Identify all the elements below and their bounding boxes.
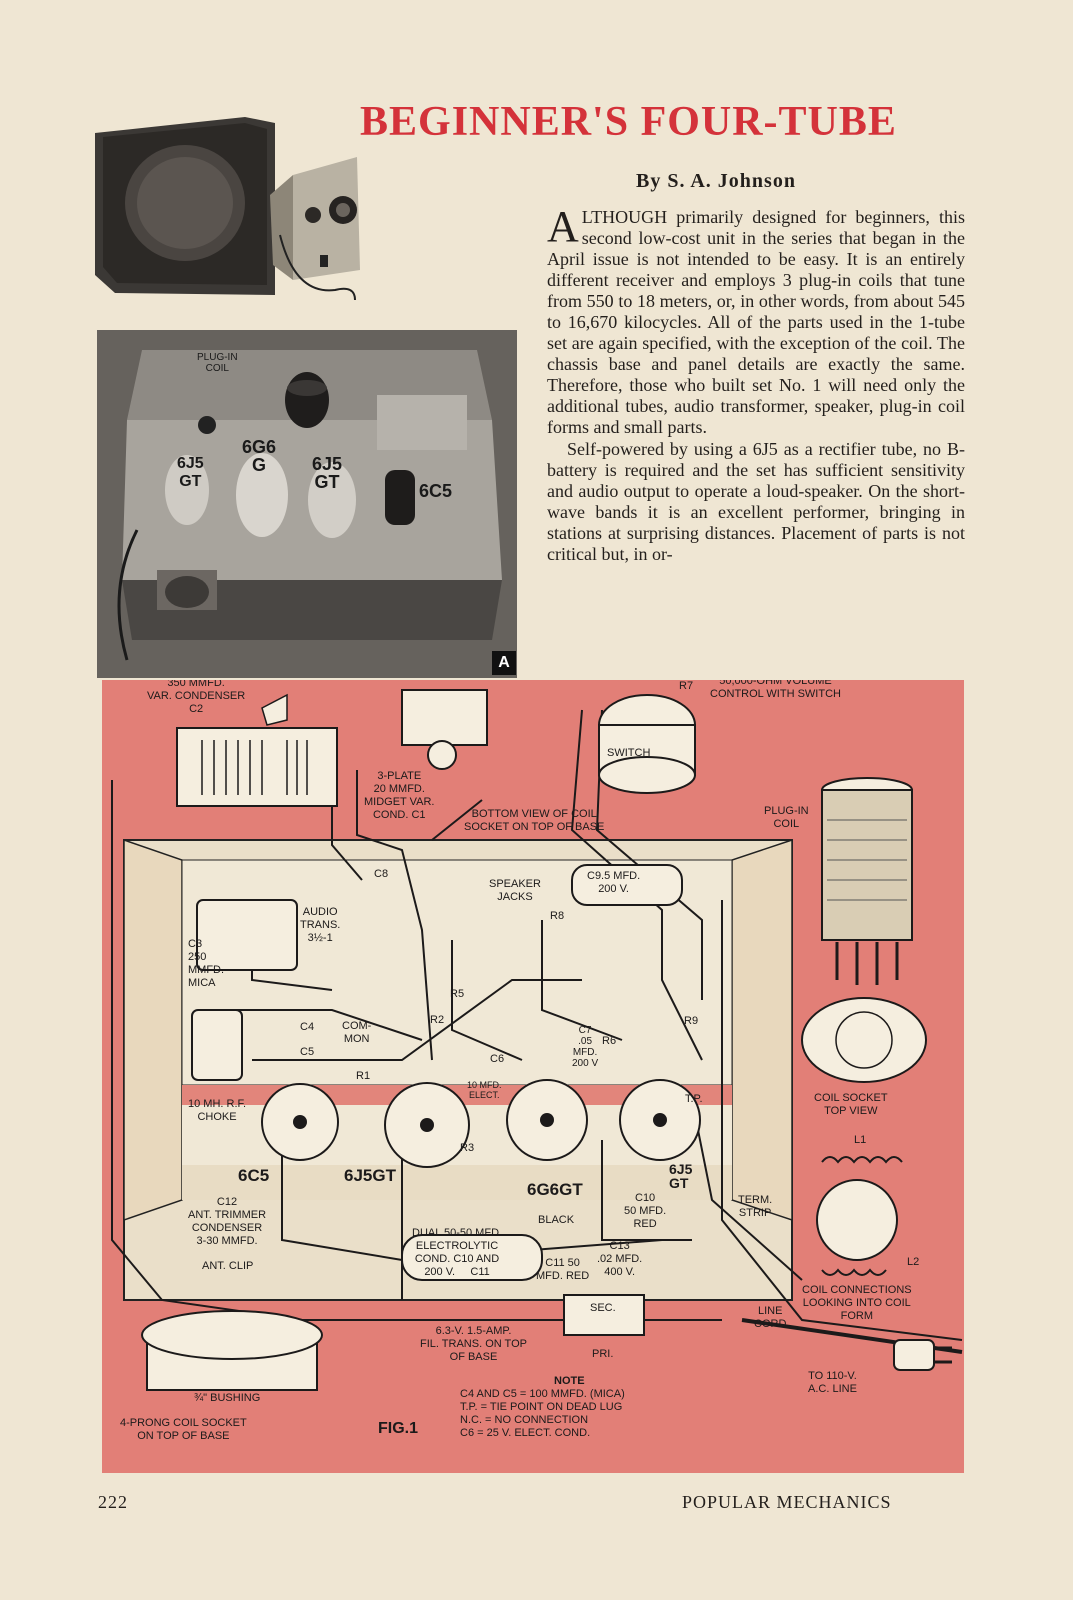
label-c6: C6 — [490, 1053, 505, 1065]
label-plug-in-coil: PLUG-IN COIL — [764, 805, 809, 830]
chassis-photo-image — [97, 330, 517, 678]
photo-tube-6j5gt-left: 6J5 GT — [177, 455, 204, 490]
paragraph-2: Self-powered by using a 6J5 as a rectifi… — [547, 439, 965, 564]
label-volume-control: 50,000-OHM VOLUME CONTROL WITH SWITCH — [710, 680, 841, 700]
label-bushing: ¾" BUSHING — [194, 1392, 261, 1404]
label-c13: C13 .02 MFD. 400 V. — [597, 1240, 643, 1278]
label-r1: R1 — [356, 1070, 371, 1082]
label-r7: R7 — [679, 680, 694, 692]
label-c8: C8 — [374, 868, 389, 880]
magazine-name: POPULAR MECHANICS — [682, 1492, 892, 1512]
label-var-condenser: 350 MMFD. VAR. CONDENSER C2 — [147, 680, 246, 715]
label-tp: T.P. — [685, 1093, 703, 1105]
label-c7: C7 .05 MFD. 200 V — [572, 1025, 599, 1069]
label-fil-trans: 6.3-V. 1.5-AMP. FIL. TRANS. ON TOP OF BA… — [420, 1325, 527, 1363]
photo-badge-a: A — [492, 651, 516, 675]
label-c3: C3 250 MMFD. MICA — [188, 938, 225, 989]
tube-6c5: 6C5 — [238, 1166, 270, 1185]
article-title: BEGINNER'S FOUR-TUBE — [360, 99, 897, 145]
label-bottom-view: BOTTOM VIEW OF COIL SOCKET ON TOP OF BAS… — [464, 808, 605, 833]
label-common: COM- MON — [342, 1020, 372, 1045]
label-choke: 10 MH. R.F. CHOKE — [188, 1098, 247, 1123]
label-c11: C11 50 MFD. RED — [536, 1257, 590, 1282]
photo-tube-6g6g: 6G6 G — [242, 437, 277, 475]
label-speaker-jacks: SPEAKER JACKS — [489, 878, 541, 903]
label-note-body: C4 AND C5 = 100 MMFD. (MICA) T.P. = TIE … — [460, 1388, 625, 1439]
photo-tube-6c5: 6C5 — [419, 481, 453, 501]
label-r-s: R S — [444, 680, 462, 681]
tube-6g6gt: 6G6GT — [527, 1180, 583, 1199]
label-sec: SEC. — [590, 1302, 616, 1314]
label-r2: R2 — [430, 1014, 445, 1026]
tube-6j5gt: 6J5GT — [344, 1166, 396, 1185]
label-r5: R5 — [450, 988, 465, 1000]
label-pri: PRI. — [592, 1348, 614, 1360]
label-l1: L1 — [854, 1134, 867, 1146]
tube-6j5-gt: 6J5 GT — [669, 1161, 693, 1191]
label-audio-trans: AUDIO TRANS. 3½-1 — [300, 906, 341, 944]
speaker-panel-photo — [95, 117, 360, 301]
label-coil-socket-top: COIL SOCKET TOP VIEW — [814, 1092, 888, 1117]
fig-label: FIG.1 — [378, 1420, 419, 1437]
photo-coil-label: PLUG-IN COIL — [197, 352, 238, 374]
label-c9: C9.5 MFD. 200 V. — [587, 870, 641, 895]
label-switch: SWITCH — [607, 747, 651, 759]
label-ant-trimmer: C12 ANT. TRIMMER CONDENSER 3-30 MMFD. — [188, 1196, 267, 1247]
label-line-cord: LINE CORD — [754, 1305, 787, 1330]
label-c5: C5 — [300, 1046, 315, 1058]
wiring-diagram: 350 MMFD. VAR. CONDENSER C2 3-PLATE 20 M… — [102, 680, 964, 1473]
label-three-plate: 3-PLATE 20 MMFD. MIDGET VAR. COND. C1 — [364, 770, 435, 821]
label-elect: 10 MFD. ELECT. — [467, 1080, 502, 1100]
label-coil-connections: COIL CONNECTIONS LOOKING INTO COIL FORM — [802, 1284, 912, 1322]
diagram-drawing — [111, 689, 963, 1391]
label-black: BLACK — [538, 1214, 575, 1226]
label-r8: R8 — [550, 910, 565, 922]
page-number: 222 — [98, 1492, 128, 1512]
drop-cap: A — [547, 202, 579, 251]
photo-tube-6j5gt-right: 6J5 GT — [312, 454, 343, 492]
label-l2: L2 — [907, 1256, 920, 1268]
chassis-photo: PLUG-IN COIL 6J5 GT 6G6 G 6J5 GT 6C5 — [97, 330, 517, 678]
label-to-110: TO 110-V. A.C. LINE — [808, 1370, 857, 1395]
paragraph-1-text: LTHOUGH primarily designed for beginners… — [547, 207, 965, 437]
label-c10: C10 50 MFD. RED — [624, 1192, 667, 1230]
label-ant-clip: ANT. CLIP — [202, 1260, 254, 1272]
label-r6: R6 — [602, 1035, 617, 1047]
label-r9: R9 — [684, 1015, 699, 1027]
label-dual: DUAL 50-50 MFD. ELECTROLYTIC COND. C10 A… — [412, 1227, 503, 1278]
byline: By S. A. Johnson — [636, 170, 796, 192]
label-four-prong: 4-PRONG COIL SOCKET ON TOP OF BASE — [120, 1417, 247, 1442]
label-c4: C4 — [300, 1021, 315, 1033]
label-note-title: NOTE — [554, 1375, 585, 1387]
label-r3: R3 — [460, 1142, 475, 1154]
label-term-strip: TERM. STRIP — [738, 1194, 773, 1219]
